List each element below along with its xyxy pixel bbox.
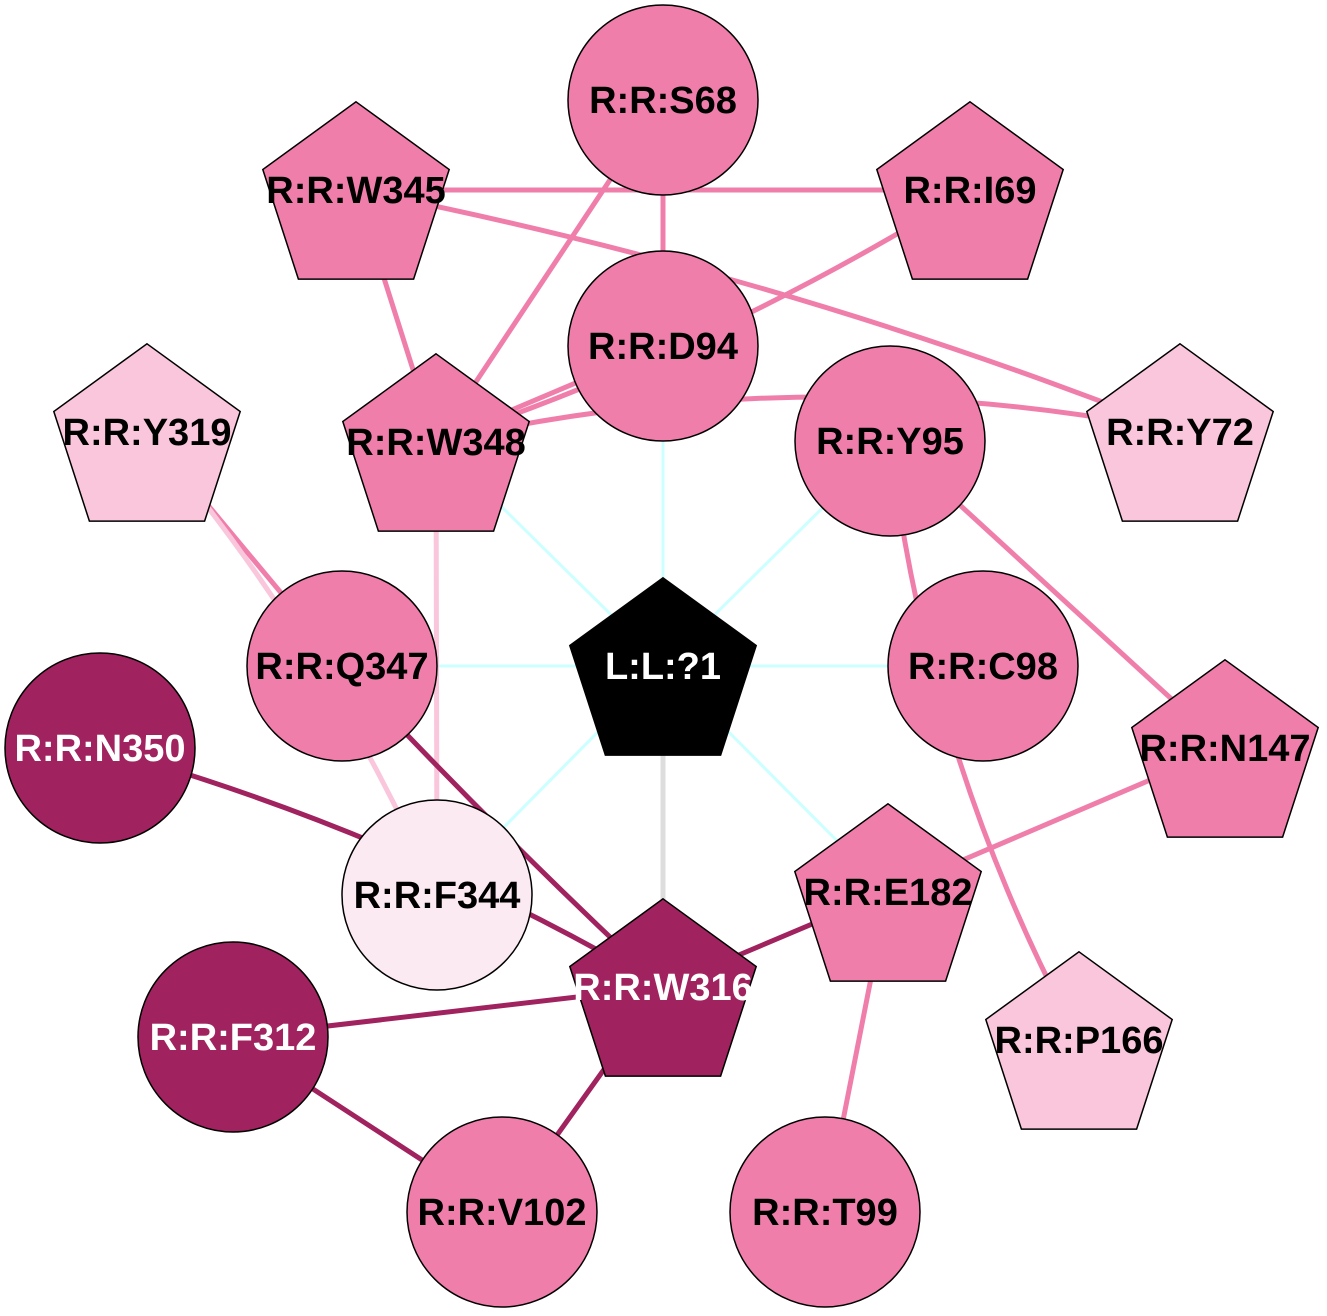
node-pentagon [341,352,531,532]
node-circle [406,1116,598,1308]
node-label: R:R:W316 [573,967,752,1009]
node-label: R:R:N147 [1139,728,1310,770]
node-circle [794,345,986,537]
node-pentagon [1130,658,1320,838]
node-n147[interactable]: R:R:N147 [1130,658,1320,838]
node-y95[interactable]: R:R:Y95 [794,345,986,537]
node-pentagon [875,100,1065,280]
node-pentagon [984,950,1174,1130]
edge-w345-y72 [353,187,1183,435]
node-label: R:R:I69 [903,170,1036,212]
node-circle [729,1116,921,1308]
node-circle [246,570,438,762]
node-label: R:R:D94 [588,326,738,368]
node-pentagon [261,100,451,280]
node-n350[interactable]: R:R:N350 [4,652,196,844]
node-circle [341,799,533,991]
node-label: L:L:?1 [605,646,721,688]
node-v102[interactable]: R:R:V102 [406,1116,598,1308]
node-label: R:R:Q347 [255,646,428,688]
node-i69[interactable]: R:R:I69 [875,100,1065,280]
node-label: R:R:N350 [14,728,185,770]
node-label: R:R:Y319 [63,412,232,454]
node-label: R:R:W345 [266,170,445,212]
node-w316[interactable]: R:R:W316 [568,897,758,1077]
node-label: R:R:F344 [354,875,521,917]
node-y319[interactable]: R:R:Y319 [52,342,242,522]
node-label: R:R:C98 [908,646,1058,688]
node-pentagon [568,576,758,756]
node-p166[interactable]: R:R:P166 [984,950,1174,1130]
node-s68[interactable]: R:R:S68 [567,4,759,196]
node-label: R:R:V102 [418,1192,587,1234]
node-d94[interactable]: R:R:D94 [567,250,759,442]
node-f344[interactable]: R:R:F344 [341,799,533,991]
node-pentagon [568,897,758,1077]
node-pentagon [793,802,983,982]
node-label: R:R:E182 [804,872,973,914]
node-q347[interactable]: R:R:Q347 [246,570,438,762]
node-y72[interactable]: R:R:Y72 [1085,342,1275,522]
node-circle [887,570,1079,762]
node-t99[interactable]: R:R:T99 [729,1116,921,1308]
node-label: R:R:W348 [346,422,525,464]
node-label: R:R:P166 [995,1020,1164,1062]
node-w348[interactable]: R:R:W348 [341,352,531,532]
node-label: R:R:S68 [589,80,737,122]
node-label: R:R:Y95 [816,421,964,463]
node-e182[interactable]: R:R:E182 [793,802,983,982]
node-circle [137,941,329,1133]
node-pentagon [52,342,242,522]
node-label: R:R:Y72 [1106,412,1254,454]
node-l1[interactable]: L:L:?1 [568,576,758,756]
node-c98[interactable]: R:R:C98 [887,570,1079,762]
node-circle [567,4,759,196]
node-w345[interactable]: R:R:W345 [261,100,451,280]
node-label: R:R:F312 [150,1017,317,1059]
node-pentagon [1085,342,1275,522]
node-f312[interactable]: R:R:F312 [137,941,329,1133]
node-label: R:R:T99 [752,1192,898,1234]
node-circle [4,652,196,844]
node-circle [567,250,759,442]
